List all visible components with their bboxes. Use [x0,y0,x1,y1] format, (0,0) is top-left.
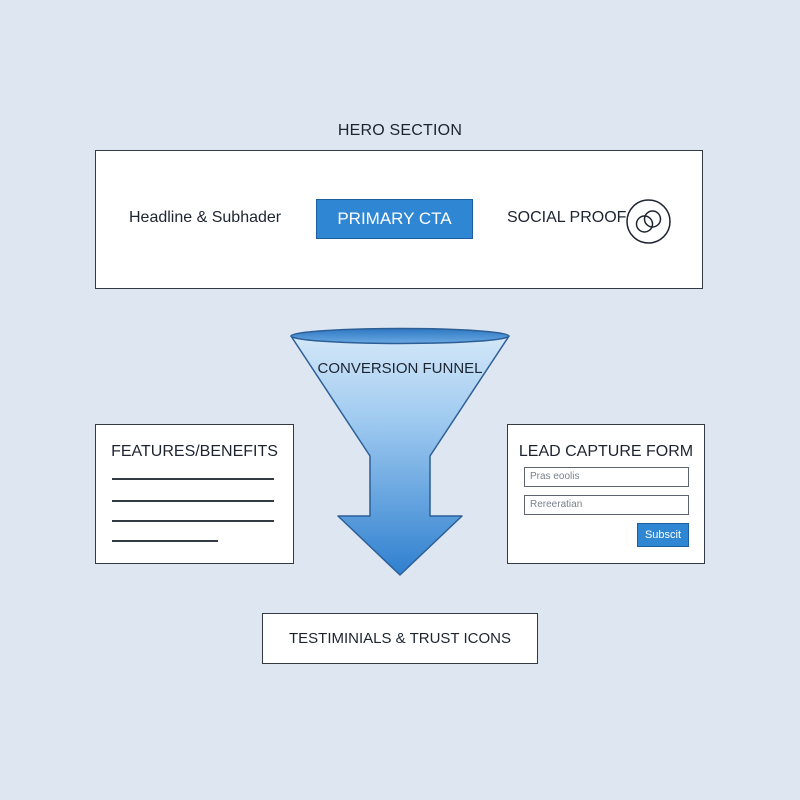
submit-button[interactable]: Subscit [637,523,689,547]
form-field-2[interactable]: Rereeratian [524,495,689,515]
features-benefits-card: FEATURES/BENEFITS [95,424,294,564]
primary-cta-button[interactable]: PRIMARY CTA [316,199,473,239]
feature-line [112,540,218,542]
social-proof-label: SOCIAL PROOF [507,209,627,226]
form-field-1[interactable]: Pras eoolis [524,467,689,487]
hero-section-box: Headline & Subhader PRIMARY CTA SOCIAL P… [95,150,703,289]
hero-section-title: HERO SECTION [337,122,463,139]
headline-label: Headline & Subhader [129,209,282,226]
funnel-rim [290,327,510,345]
lead-capture-form-title: LEAD CAPTURE FORM [518,443,694,460]
conversion-funnel-label: CONVERSION FUNNEL [317,360,483,377]
lead-capture-form-card: LEAD CAPTURE FORM Pras eoolis Rereeratia… [507,424,705,564]
feature-line [112,520,274,522]
feature-line [112,478,274,480]
overlapping-circles-icon [626,199,671,244]
feature-line [112,500,274,502]
testimonials-trust-icons-box: TESTIMINIALS & TRUST ICONS [262,613,538,664]
features-benefits-title: FEATURES/BENEFITS [111,443,278,460]
